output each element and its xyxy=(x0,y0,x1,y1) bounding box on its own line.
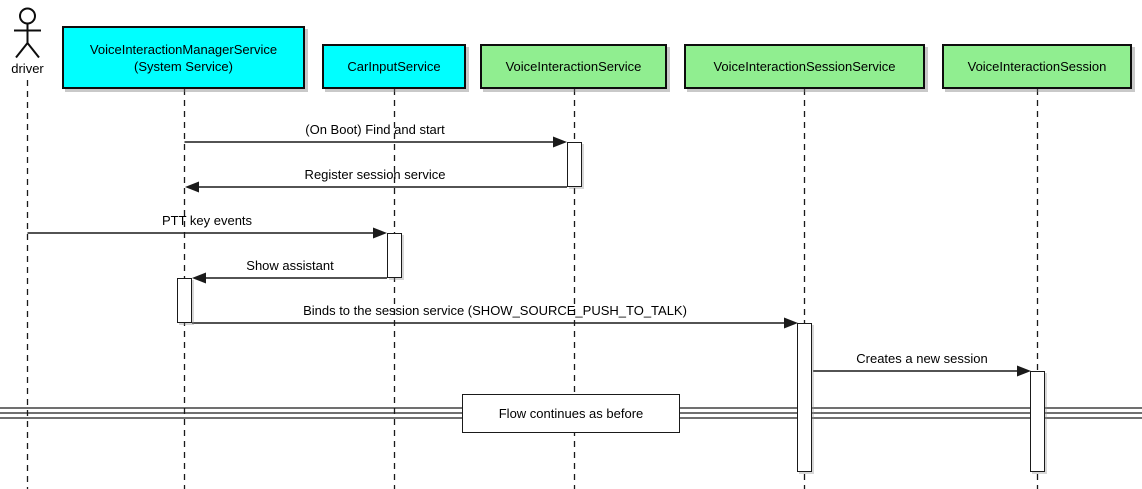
message-arrow-ptt-key-events xyxy=(27,227,387,239)
message-arrow-creates-a-new-session xyxy=(813,365,1031,377)
activation-bar-voiceinteractionmanagerservice xyxy=(177,278,192,323)
message-label-register-session-service: Register session service xyxy=(304,167,446,182)
participant-label: VoiceInteractionService xyxy=(505,59,642,74)
activation-bar-voiceinteractionsessionservice xyxy=(797,323,812,472)
message-label-creates-a-new-session: Creates a new session xyxy=(856,351,988,366)
participant-voiceinteractionmanagerservice: VoiceInteractionManagerService (System S… xyxy=(62,26,305,89)
divider-box: Flow continues as before xyxy=(462,394,680,433)
message-arrow-register-session-service xyxy=(185,181,567,193)
divider-label: Flow continues as before xyxy=(498,406,644,421)
participant-label: VoiceInteractionSessionService xyxy=(713,59,896,74)
participant-label: VoiceInteractionSession xyxy=(967,59,1107,74)
actor-icon xyxy=(14,7,41,59)
message-label-binds-to-session-service: Binds to the session service (SHOW_SOURC… xyxy=(303,303,687,318)
participant-voiceinteractionsession: VoiceInteractionSession xyxy=(942,44,1132,89)
participant-sublabel: (System Service) xyxy=(134,58,233,74)
activation-bar-carinputservice xyxy=(387,233,402,278)
message-label-show-assistant: Show assistant xyxy=(246,258,334,273)
activation-bar-voiceinteractionservice xyxy=(567,142,582,187)
message-arrow-binds-to-session-service xyxy=(192,317,798,329)
participant-voiceinteractionservice: VoiceInteractionService xyxy=(480,44,667,89)
message-label-ptt-key-events: PTT key events xyxy=(161,213,253,228)
participant-voiceinteractionsessionservice: VoiceInteractionSessionService xyxy=(684,44,925,89)
message-label-on-boot-find-and-start: (On Boot) Find and start xyxy=(305,122,445,137)
participant-carinputservice: CarInputService xyxy=(322,44,466,89)
participant-label: CarInputService xyxy=(347,59,441,74)
message-arrow-on-boot-find-and-start xyxy=(184,136,567,148)
actor-label: driver xyxy=(11,61,44,76)
participant-label: VoiceInteractionManagerService xyxy=(89,41,278,57)
message-arrow-show-assistant xyxy=(192,272,387,284)
activation-bar-voiceinteractionsession xyxy=(1030,371,1045,472)
